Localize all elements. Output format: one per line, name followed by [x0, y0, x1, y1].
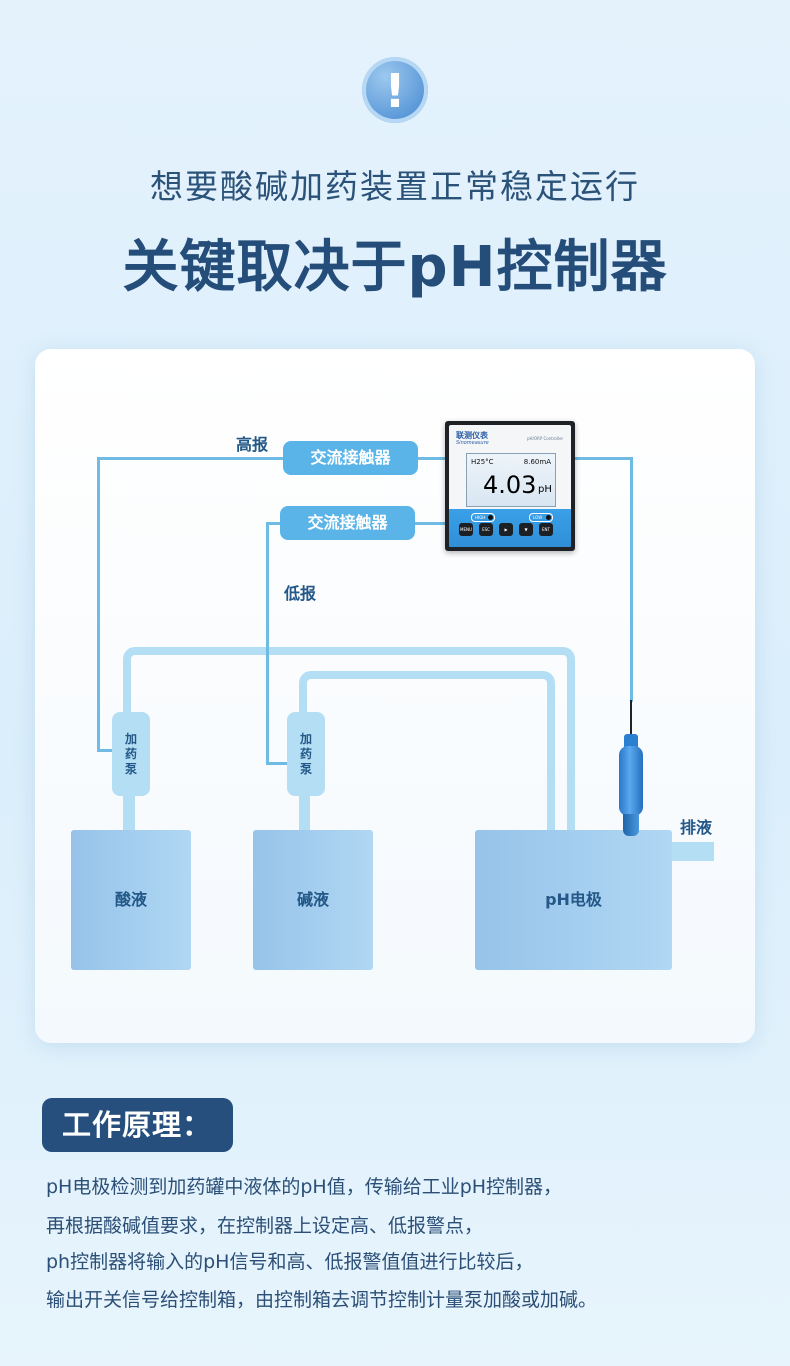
low-signal-line-left: [266, 522, 269, 765]
base-pipe: [299, 671, 555, 837]
contactor-low: 交流接触器: [280, 506, 415, 540]
acid-pump-stem: [127, 794, 135, 832]
probe-tip: [623, 814, 639, 836]
principle-line-2: 再根据酸碱值要求，在控制器上设定高、低报警点，: [46, 1215, 484, 1237]
high-signal-line-top: [97, 457, 285, 460]
drain-pipe: [668, 842, 714, 861]
menu-button: MENU: [459, 523, 473, 536]
high-indicator: HIGH: [471, 513, 495, 522]
low-indicator: LOW: [529, 513, 553, 522]
enter-button: ENT: [539, 523, 553, 536]
principle-line-4: 输出开关信号给控制箱，由控制箱去调节控制计量泵加酸或加碱。: [46, 1289, 598, 1311]
probe-signal-line-down: [630, 457, 633, 702]
ph-tank: pH电极: [475, 830, 672, 970]
drain-label: 排液: [680, 818, 713, 837]
headline-title: 关键取决于pH控制器: [122, 235, 668, 300]
ph-controller: 联测仪表 Sinomeasure pH/ORP Controller H25°C…: [445, 421, 575, 551]
controller-keypad: HIGH LOW MENU ESC ▶ ▼ ENT: [449, 509, 571, 547]
principle-line-1: pH电极检测到加药罐中液体的pH值，传输给工业pH控制器，: [46, 1176, 563, 1198]
acid-dosing-pump: 加药泵: [112, 712, 150, 796]
probe-signal-line-top: [575, 457, 633, 460]
principle-line-3: ph控制器将输入的pH信号和高、低报警值值进行比较后，: [46, 1251, 534, 1273]
base-tank: 碱液: [253, 830, 373, 970]
high-signal-line-to-pump: [97, 749, 115, 752]
low-signal-line-top: [266, 522, 282, 525]
base-pump-stem: [302, 794, 310, 832]
contactor-high: 交流接触器: [283, 441, 418, 475]
display-ph-unit: pH: [538, 484, 552, 495]
controller-brand: 联测仪表: [456, 431, 488, 440]
display-current: 8.60mA: [523, 458, 551, 466]
headline-subtitle: 想要酸碱加药装置正常稳定运行: [150, 167, 640, 206]
controller-display: H25°C 8.60mA 4.03 pH: [466, 453, 556, 507]
low-alarm-label: 低报: [284, 584, 317, 603]
contactor-bottom-to-ctrl: [414, 522, 447, 525]
contactor-top-to-ctrl: [417, 457, 447, 460]
esc-button: ESC: [479, 523, 493, 536]
high-alarm-label: 高报: [236, 435, 269, 454]
base-dosing-pump: 加药泵: [287, 712, 325, 796]
controller-brand-en: Sinomeasure: [456, 440, 489, 446]
low-signal-line-to-pump: [266, 762, 290, 765]
acid-pump-label: 加药泵: [124, 732, 137, 776]
base-pump-label: 加药泵: [299, 732, 312, 776]
controller-model: pH/ORP Controller: [527, 436, 564, 441]
down-button: ▼: [519, 523, 533, 536]
principle-heading: 工作原理：: [42, 1098, 233, 1152]
right-button: ▶: [499, 523, 513, 536]
display-temperature: H25°C: [471, 458, 494, 466]
exclamation-icon: !: [362, 57, 428, 123]
probe-cable: [630, 700, 632, 738]
display-ph-value: 4.03: [483, 471, 537, 499]
high-signal-line-left: [97, 457, 100, 752]
ph-electrode-probe: [619, 746, 643, 816]
acid-tank: 酸液: [71, 830, 191, 970]
probe-cap: [624, 734, 638, 748]
